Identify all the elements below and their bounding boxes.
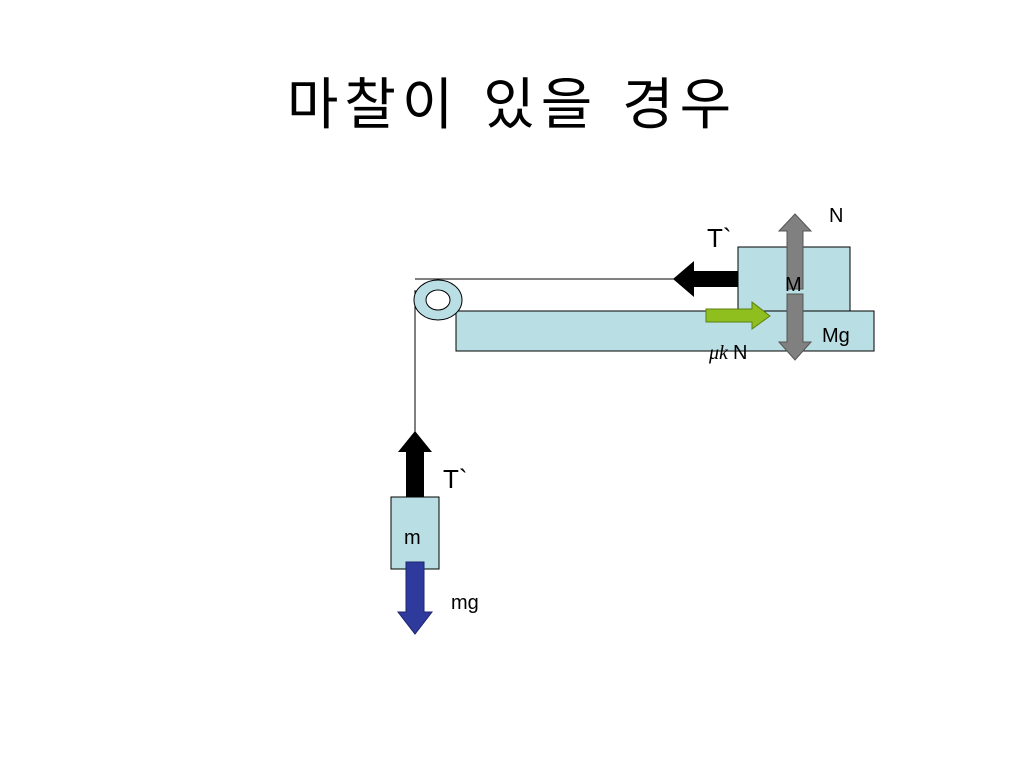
label-friction-coef: μk bbox=[708, 342, 729, 364]
label-normal-force: N bbox=[829, 205, 843, 227]
tension-arrow-top bbox=[673, 261, 738, 297]
table-surface bbox=[455, 310, 875, 352]
label-tension-top: T` bbox=[707, 223, 732, 253]
label-friction-n: N bbox=[733, 342, 747, 364]
slide-title: 마찰이 있을 경우 bbox=[286, 73, 738, 138]
label-weight-small: mg bbox=[451, 592, 479, 614]
weight-big-arrow bbox=[777, 293, 813, 361]
tension-arrow-bottom bbox=[398, 431, 432, 497]
weight-small-arrow bbox=[396, 561, 434, 635]
normal-force-arrow bbox=[777, 213, 813, 290]
label-mass-small: m bbox=[404, 527, 421, 549]
friction-arrow bbox=[705, 300, 771, 330]
label-mass-big: M bbox=[785, 274, 802, 296]
pulley bbox=[413, 279, 463, 321]
label-weight-big: Mg bbox=[822, 325, 850, 347]
label-tension-bottom: T` bbox=[443, 464, 468, 494]
pulley-hub bbox=[425, 289, 451, 311]
